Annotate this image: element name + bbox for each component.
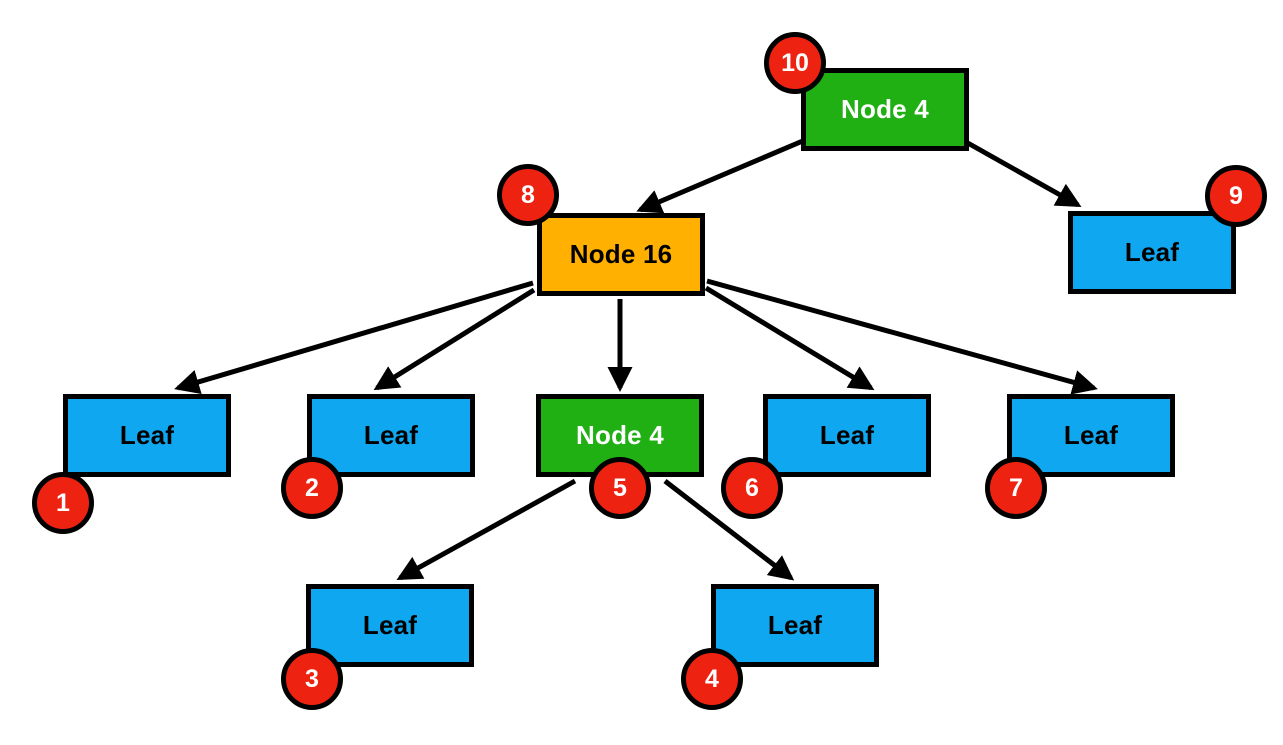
badge-9[interactable]: 9 xyxy=(1205,165,1267,227)
badge-4[interactable]: 4 xyxy=(681,648,743,710)
badge-6[interactable]: 6 xyxy=(721,457,783,519)
edge-root-to-node16 xyxy=(636,137,806,214)
badge-2[interactable]: 2 xyxy=(281,457,343,519)
badge-number: 10 xyxy=(781,48,809,77)
badge-5[interactable]: 5 xyxy=(589,457,651,519)
edge-node16-to-leaf1 xyxy=(174,280,534,395)
node-leaf9[interactable]: Leaf xyxy=(1068,211,1236,294)
badge-number: 1 xyxy=(56,488,70,517)
badge-number: 8 xyxy=(521,180,535,209)
edge-node4b-to-leaf3 xyxy=(396,478,577,581)
node-label: Leaf xyxy=(1063,420,1119,450)
edge-node16-to-leaf7 xyxy=(706,278,1098,395)
badge-number: 5 xyxy=(613,473,627,502)
badge-7[interactable]: 7 xyxy=(985,457,1047,519)
node-root[interactable]: Node 4 xyxy=(801,68,969,151)
node-label: Node 4 xyxy=(841,94,929,124)
node-label: Leaf xyxy=(362,610,418,640)
node-leaf1[interactable]: Leaf xyxy=(63,394,231,477)
edge-node16-to-leaf6 xyxy=(704,285,875,391)
node-label: Leaf xyxy=(363,420,419,450)
badge-number: 9 xyxy=(1229,181,1243,210)
badge-10[interactable]: 10 xyxy=(764,32,826,94)
badge-number: 3 xyxy=(305,664,319,693)
edge-node4b-to-leaf4 xyxy=(663,479,795,581)
node-leaf6[interactable]: Leaf xyxy=(763,394,931,477)
badge-number: 6 xyxy=(745,473,759,502)
badge-number: 2 xyxy=(305,473,319,502)
badge-number: 7 xyxy=(1009,473,1023,502)
node-label: Leaf xyxy=(1124,237,1180,267)
edges xyxy=(174,137,1098,581)
badge-number: 4 xyxy=(705,664,719,693)
node-label: Leaf xyxy=(819,420,875,450)
node-label: Leaf xyxy=(767,610,823,640)
node-node16[interactable]: Node 16 xyxy=(537,213,705,296)
node-leaf4[interactable]: Leaf xyxy=(711,584,879,667)
edge-root-to-leaf9 xyxy=(964,139,1082,208)
badge-1[interactable]: 1 xyxy=(32,472,94,534)
node-label: Node 4 xyxy=(576,420,664,450)
edge-node16-to-leaf2 xyxy=(373,287,536,391)
badge-8[interactable]: 8 xyxy=(497,164,559,226)
node-label: Node 16 xyxy=(569,239,673,269)
badge-3[interactable]: 3 xyxy=(281,648,343,710)
node-label: Leaf xyxy=(119,420,175,450)
